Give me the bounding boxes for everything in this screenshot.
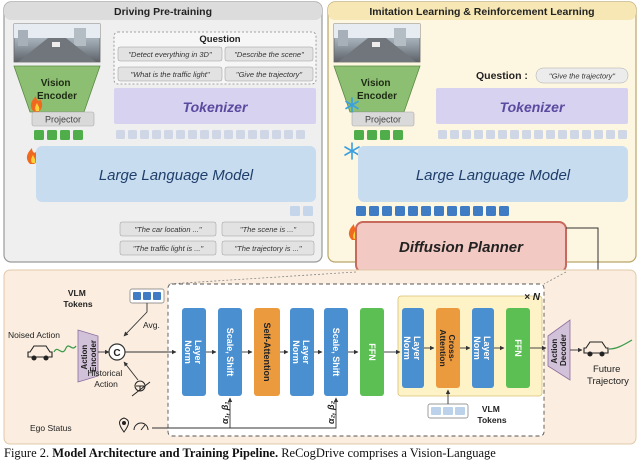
pretraining-panel: Driving Pre-training Vision Encoder Proj… xyxy=(3,1,323,263)
answer-item: "The car location ..." xyxy=(134,225,201,234)
layer-norm-2: LayerNorm xyxy=(290,308,314,396)
ffn-2: FFN xyxy=(506,308,530,388)
answer-item: "The trajectory is ..." xyxy=(234,244,301,253)
svg-text:LayerNorm: LayerNorm xyxy=(472,336,492,361)
question-item: "Detect everything in 3D" xyxy=(128,50,212,59)
svg-text:Scale, Shift: Scale, Shift xyxy=(225,328,235,377)
action-encoder xyxy=(77,329,99,383)
question-item-rl: "Give the trajectory" xyxy=(549,72,616,81)
car-icon xyxy=(27,345,53,361)
svg-text:FFN: FFN xyxy=(367,343,377,361)
question-box: Question "Detect everything in 3D" "Desc… xyxy=(113,31,317,85)
vlm-tokens-bottom-label: VLM Tokens xyxy=(477,404,506,425)
action-decoder xyxy=(547,319,571,381)
planner-detail-panel: × N VLM Tokens Avg. Noised Action Action… xyxy=(3,269,637,445)
vlm-tokens-label: VLM Tokens xyxy=(63,288,92,309)
question-label: Question xyxy=(199,34,240,45)
camera-image xyxy=(13,23,101,63)
times-n-label: × N xyxy=(524,292,541,303)
layer-norm-3: LayerNorm xyxy=(402,308,424,388)
action-decoder-label: Action Decoder xyxy=(550,334,568,366)
avg-arrow xyxy=(123,303,148,337)
ffn-1: FFN xyxy=(360,308,384,396)
svg-text:Vision Encoder: Vision Encoder xyxy=(37,78,77,102)
snowflake-icon xyxy=(344,142,360,160)
alpha2-beta2-label: α₂, β₂ xyxy=(326,400,336,424)
large-language-model xyxy=(358,146,628,202)
llm-output-tokens xyxy=(356,206,509,216)
svg-text:FFN: FFN xyxy=(513,339,523,357)
layer-norm-4: LayerNorm xyxy=(472,308,494,388)
avg-label: Avg. xyxy=(143,320,160,330)
rl-panel: Imitation Learning & Reinforcement Learn… xyxy=(327,1,637,273)
text-tokens xyxy=(438,130,627,139)
llm-label: Large Language Model xyxy=(99,167,254,184)
svg-text:Scale, Shift: Scale, Shift xyxy=(331,328,341,377)
alpha1-beta1-label: α₁, β₁ xyxy=(220,401,230,424)
pretraining-title: Driving Pre-training xyxy=(114,6,212,18)
car-icon xyxy=(583,341,609,357)
vlm-tokens-bottom xyxy=(427,403,469,419)
scale-shift-1: Scale, Shift xyxy=(218,308,242,396)
tokenizer-label: Tokenizer xyxy=(183,99,249,115)
projector-label: Projector xyxy=(365,115,401,125)
text-tokens xyxy=(116,130,305,139)
scale-shift-2: Scale, Shift xyxy=(324,308,348,396)
vision-tokens xyxy=(354,130,403,140)
svg-text:Vision Encoder: Vision Encoder xyxy=(357,78,397,102)
svg-text:Self-Attention: Self-Attention xyxy=(262,323,272,382)
vision-tokens xyxy=(34,130,83,140)
vision-encoder-label: Vision xyxy=(361,78,391,89)
self-attention: Self-Attention xyxy=(254,308,280,396)
answer-item: "The traffic light is ..." xyxy=(133,244,204,253)
ego-status-arrow xyxy=(152,397,339,429)
answers: "The car location ..." "The scene is ...… xyxy=(119,221,315,256)
location-pin-icon xyxy=(119,417,129,433)
steering-icon xyxy=(131,380,151,397)
future-trajectory-label: Future Trajectory xyxy=(587,364,629,387)
question-item: "What is the traffic light" xyxy=(130,70,209,79)
noised-action-label: Noised Action xyxy=(8,330,60,340)
concat-label: C xyxy=(113,348,120,359)
vlm-tokens-top xyxy=(129,288,165,304)
tokenizer-label: Tokenizer xyxy=(500,99,566,115)
future-trajectory-line xyxy=(608,339,633,350)
tokenizer xyxy=(436,88,628,124)
question-item: "Describe the scene" xyxy=(234,50,304,59)
cross-attention: Cross-Attention xyxy=(436,308,460,388)
llm-label: Large Language Model xyxy=(416,167,571,184)
action-encoder-label: Action Encoder xyxy=(80,340,98,372)
camera-image xyxy=(333,23,421,63)
figure-caption: Figure 2. Model Architecture and Trainin… xyxy=(4,446,640,463)
caption-prefix: Figure 2. xyxy=(4,446,50,460)
output-tokens xyxy=(290,206,313,216)
rl-title: Imitation Learning & Reinforcement Learn… xyxy=(369,6,594,18)
svg-text:LayerNorm: LayerNorm xyxy=(183,340,203,365)
projector-label: Projector xyxy=(45,115,81,125)
fire-icon xyxy=(26,148,39,164)
svg-text:Cross-Attention: Cross-Attention xyxy=(438,329,457,366)
fire-icon xyxy=(30,96,43,112)
ego-status-label: Ego Status xyxy=(30,423,72,433)
answer-item: "The scene is ..." xyxy=(240,225,297,234)
question-item: "Give the trajectory" xyxy=(236,70,303,79)
large-language-model xyxy=(36,146,316,202)
historical-action-label: Historical Action xyxy=(87,368,124,389)
snowflake-icon xyxy=(345,97,359,113)
projector xyxy=(351,111,415,127)
svg-text:LayerNorm: LayerNorm xyxy=(291,340,311,365)
layer-norm-1: LayerNorm xyxy=(182,308,206,396)
tokenizer xyxy=(114,88,316,124)
diffusion-planner-label: Diffusion Planner xyxy=(399,239,524,256)
svg-text:LayerNorm: LayerNorm xyxy=(402,336,422,361)
vision-encoder-label: Vision xyxy=(41,78,71,89)
caption-text: ReCogDrive comprises a Vision-Language xyxy=(281,446,496,460)
caption-bold: Model Architecture and Training Pipeline… xyxy=(52,446,279,460)
speedometer-icon xyxy=(133,422,149,431)
question-label-rl: Question : xyxy=(476,70,528,82)
noised-trajectory xyxy=(53,345,77,353)
projector xyxy=(31,111,95,127)
